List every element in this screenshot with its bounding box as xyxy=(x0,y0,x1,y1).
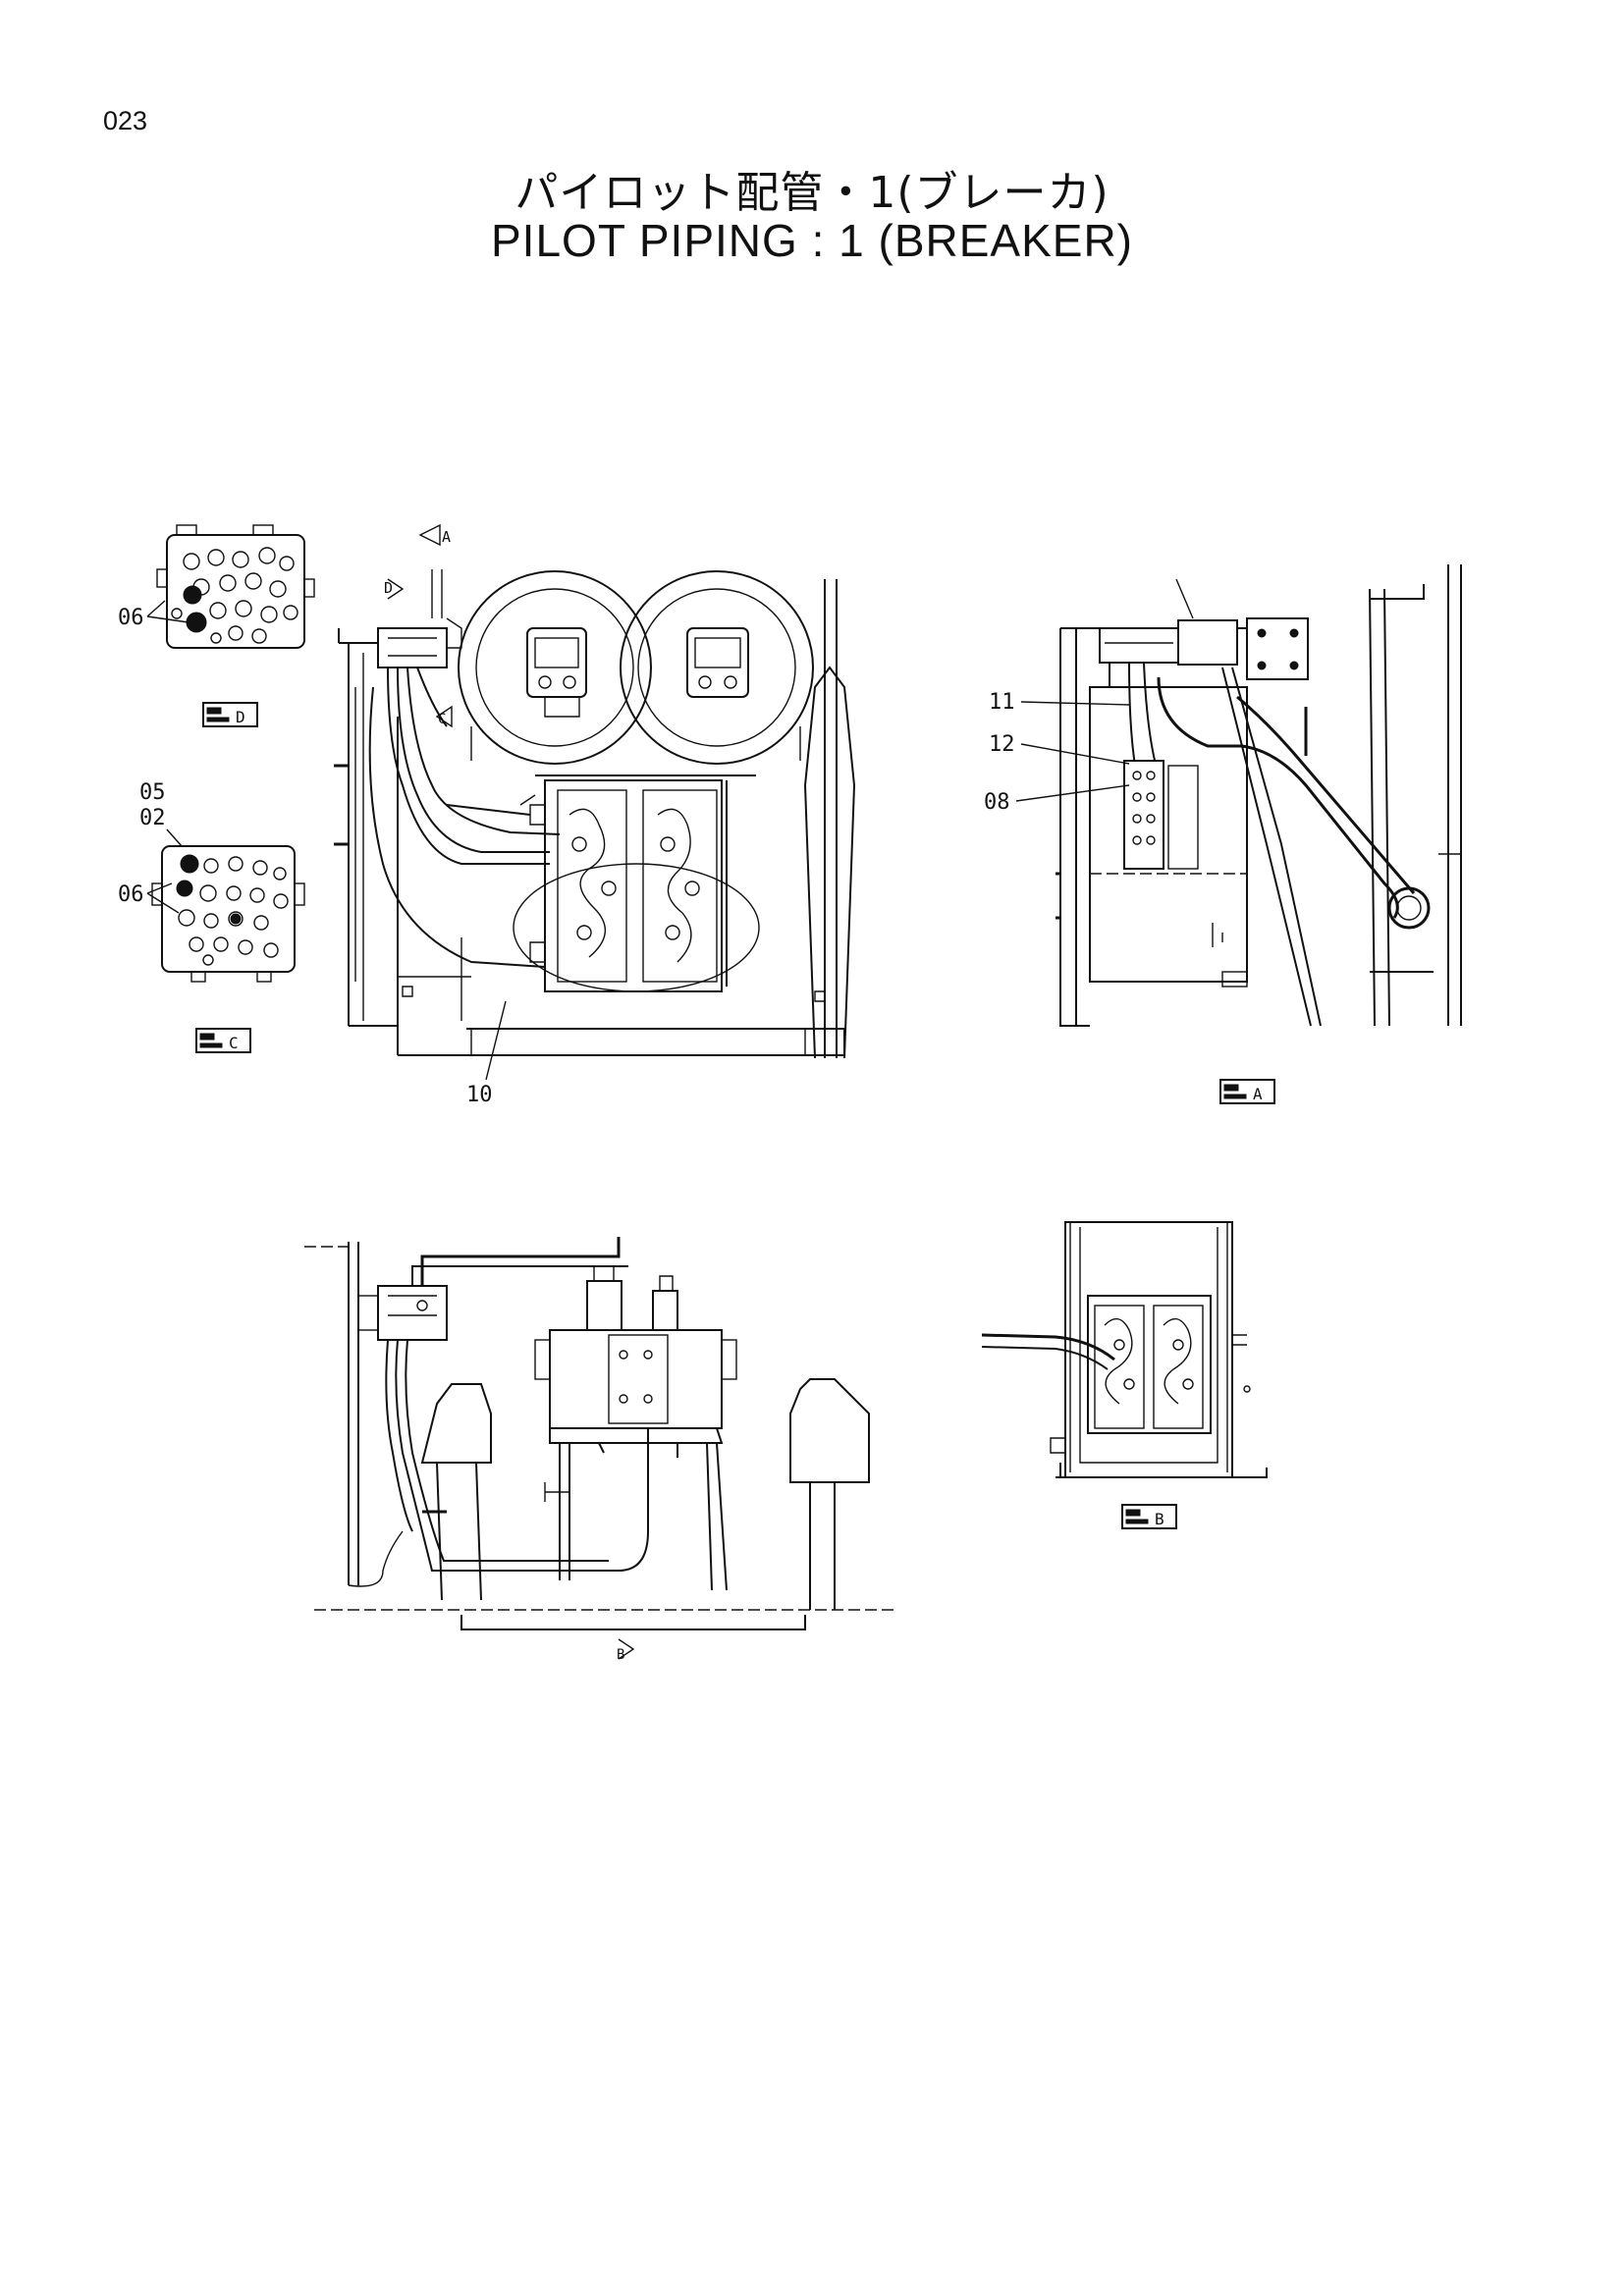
callout-06-top: 06 xyxy=(118,606,144,630)
main-top-view: A D C xyxy=(334,523,856,1059)
view-marker-b: B xyxy=(617,1647,624,1663)
side-view: B xyxy=(304,1237,893,1663)
view-tag-b: B xyxy=(1121,1504,1177,1529)
svg-text:A: A xyxy=(1253,1085,1263,1103)
svg-text:C: C xyxy=(229,1034,239,1052)
view-a xyxy=(1056,564,1462,1027)
svg-text:B: B xyxy=(1155,1510,1164,1528)
title-english: PILOT PIPING : 1 (BREAKER) xyxy=(491,215,1133,266)
callout-10: 10 xyxy=(466,1083,493,1107)
view-marker-a: A xyxy=(442,528,451,546)
view-marker-c: C xyxy=(438,712,446,727)
callout-11: 11 xyxy=(989,690,1015,715)
callout-12: 12 xyxy=(989,732,1015,757)
view-tag-c: C xyxy=(195,1028,251,1053)
title-japanese: パイロット配管・1(ブレーカ) xyxy=(514,168,1110,218)
callout-08: 08 xyxy=(984,790,1010,815)
callout-05: 05 xyxy=(139,780,166,805)
callout-06-mid: 06 xyxy=(118,882,144,907)
callout-02: 02 xyxy=(139,806,166,830)
view-marker-d: D xyxy=(384,579,393,597)
detail-d-valve-block xyxy=(156,524,315,649)
page-number: 023 xyxy=(103,106,148,135)
view-tag-a: A xyxy=(1219,1079,1275,1104)
detail-c-valve-block xyxy=(151,845,305,983)
view-b xyxy=(981,1221,1268,1478)
svg-text:D: D xyxy=(236,708,245,726)
view-tag-d: D xyxy=(202,702,258,727)
